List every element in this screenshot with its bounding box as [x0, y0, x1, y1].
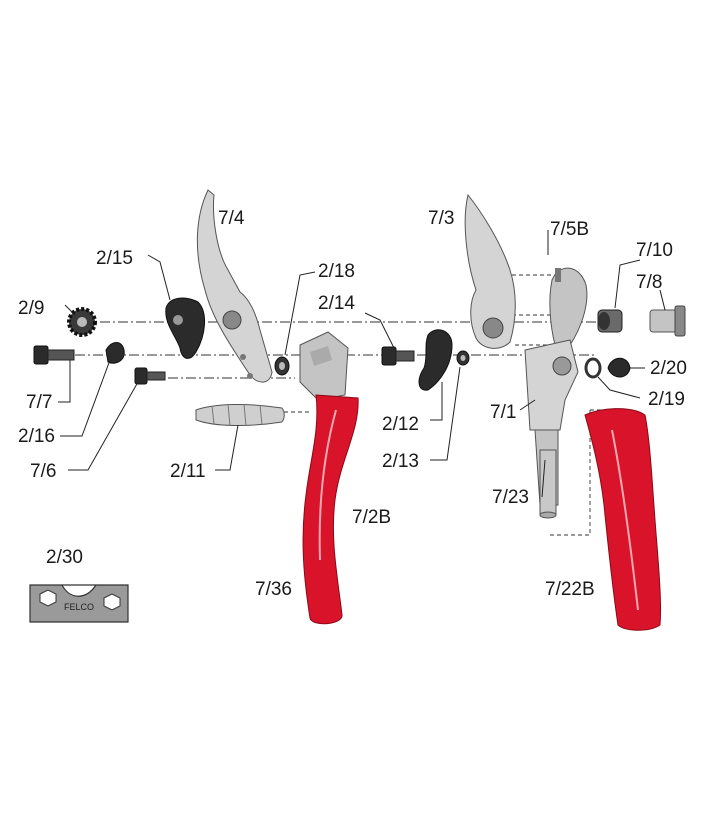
part-2-30-key-tool: FELCO	[29, 584, 129, 623]
part-2-20-cap	[607, 357, 631, 378]
label-7-5B: 7/5B	[550, 219, 589, 240]
leader-lines	[58, 230, 666, 498]
label-2-16: 2/16	[18, 426, 55, 447]
label-2-15: 2/15	[96, 248, 133, 269]
label-7-2B: 7/2B	[352, 507, 391, 528]
part-2-14-bolt	[381, 346, 415, 366]
label-2-11: 2/11	[170, 461, 206, 482]
part-7-36-handle-head	[299, 331, 349, 401]
part-2-11-spring	[195, 403, 285, 427]
label-2-30: 2/30	[46, 547, 83, 568]
label-2-14: 2/14	[318, 293, 355, 314]
part-7-22B-red-handle	[584, 408, 662, 631]
part-2-13-washer	[456, 350, 470, 366]
label-2-12: 2/12	[382, 414, 419, 435]
label-7-36: 7/36	[255, 579, 292, 600]
part-2-15-plate	[165, 297, 205, 359]
label-2-18: 2/18	[318, 261, 355, 282]
part-7-5B-plate	[549, 267, 588, 346]
part-labels: 7/4 2/15 2/18 2/14 2/9 7/7 2/16 7/6 2/11…	[18, 208, 687, 600]
label-7-7: 7/7	[26, 392, 52, 413]
label-7-4: 7/4	[218, 208, 245, 229]
part-2-19-ring	[584, 357, 602, 379]
part-2-18-washer	[274, 356, 290, 376]
part-7-10-bushing	[597, 309, 623, 333]
part-7-7-bolt	[33, 345, 75, 365]
label-7-3: 7/3	[428, 208, 454, 229]
part-2-9-gear-nut	[67, 307, 97, 337]
part-2-16-clip	[105, 342, 125, 364]
part-7-23-shaft	[539, 449, 557, 519]
part-7-2B-red-handle	[302, 394, 359, 625]
part-7-8-nut	[649, 305, 686, 337]
label-7-10: 7/10	[636, 240, 673, 261]
part-7-3-blade	[464, 193, 516, 349]
part-7-4-blade	[196, 189, 273, 383]
label-7-8: 7/8	[636, 272, 662, 293]
label-7-1: 7/1	[490, 402, 516, 423]
label-7-6: 7/6	[30, 461, 56, 482]
label-7-23: 7/23	[492, 487, 529, 508]
label-2-13: 2/13	[382, 451, 419, 472]
label-2-19: 2/19	[648, 389, 685, 410]
label-2-20: 2/20	[650, 358, 687, 379]
label-7-22B: 7/22B	[545, 579, 595, 600]
key-tool-logo: FELCO	[64, 602, 94, 612]
part-2-12-plate	[418, 329, 453, 391]
label-2-9: 2/9	[18, 298, 44, 319]
part-7-6-screw	[134, 367, 166, 385]
